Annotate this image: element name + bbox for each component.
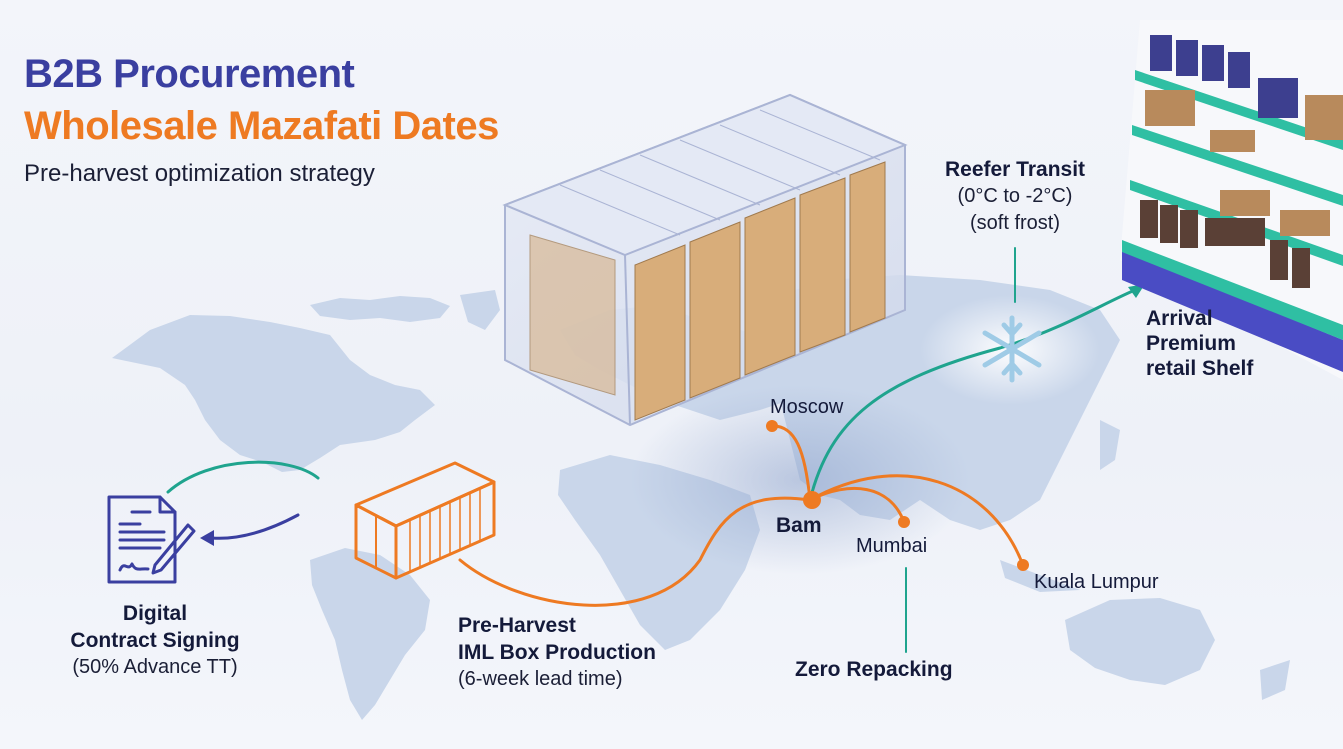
step-reefer-transit: Reefer Transit (0°C to -2°C) (soft frost… [920,156,1110,237]
continent-south-america [310,548,430,720]
step-detail-line-1: (0°C to -2°C) [957,185,1073,207]
document-signature-icon [107,495,196,584]
step-zero-repacking: Zero Repacking [795,658,953,681]
subtitle: Pre-harvest optimization strategy [24,160,375,187]
city-dot-bam [803,491,821,509]
shipping-routes [166,247,1145,653]
snowflake-icon [982,315,1042,383]
step-detail: (50% Advance TT) [72,656,238,678]
step-title-line-3: retail Shelf [1146,357,1254,380]
city-label-kuala-lumpur: Kuala Lumpur [1034,571,1159,593]
refrigerated-container-illustration [502,93,908,427]
step-title-line-2: Contract Signing [70,629,240,652]
step-detail: (6-week lead time) [458,668,623,690]
step-title-line-1: Digital [122,602,188,625]
iml-box-container-icon [354,461,496,580]
step-title-line-2: Premium [1146,332,1236,355]
retail-shelf-illustration [1120,20,1343,380]
city-dot-kuala-lumpur [1017,559,1029,571]
city-label-mumbai: Mumbai [856,535,928,557]
step-digital-contract: Digital Contract Signing (50% Advance TT… [40,600,270,681]
step-arrival-retail-shelf: Arrival Premium retail Shelf [1146,306,1253,381]
city-label-moscow: Moscow [770,396,844,418]
city-dot-mumbai [898,516,910,528]
city-dot-moscow [766,420,778,432]
step-pre-harvest-production: Pre-Harvest IML Box Production (6-week l… [458,612,718,693]
step-title-line-1: Arrival [1146,307,1213,330]
city-label-bam: Bam [776,514,822,537]
step-title-line-1: Pre-Harvest [458,614,576,637]
title-line-2: Wholesale Mazafati Dates [24,104,499,148]
step-title: Reefer Transit [944,158,1086,181]
title-line-1: B2B Procurement [24,52,355,96]
step-title-line-2: IML Box Production [458,641,656,664]
continent-north-america [112,315,435,472]
continent-australia [1065,598,1215,685]
step-detail-line-2: (soft frost) [969,212,1060,234]
